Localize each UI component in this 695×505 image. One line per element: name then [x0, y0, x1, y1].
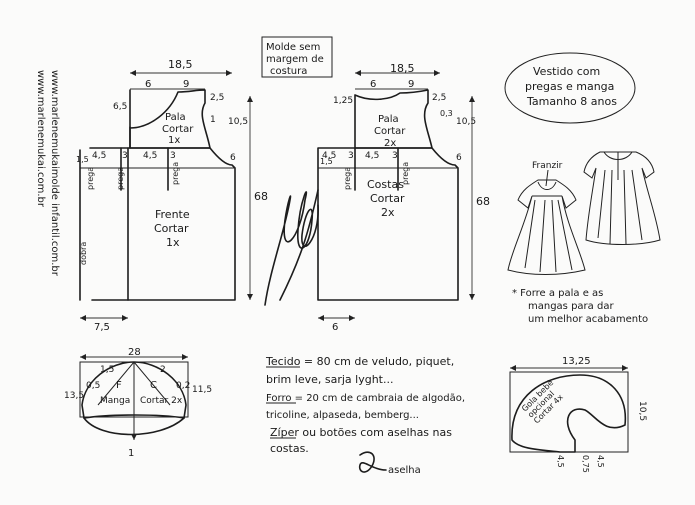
back-dim-3a: 3 [348, 151, 354, 161]
aselha-label: aselha [388, 465, 421, 476]
back-yoke-label-3: 2x [384, 138, 396, 149]
back-yoke-label-2: Cortar [374, 126, 406, 137]
front-fold-3: prega [171, 162, 180, 185]
front-fold-1: prega [86, 167, 95, 190]
front-dim-4-5-b: 4,5 [143, 151, 157, 161]
materials: Tecido = 80 cm de veludo, piquet, brim l… [265, 355, 465, 476]
sleeve-dim-0-2: 0,2 [176, 381, 190, 391]
sleeve-dim-1-5: 1,5 [100, 365, 114, 375]
back-dim-6: 6 [370, 79, 376, 90]
back-body-label-3: 2x [381, 206, 395, 219]
note-1: * Forre a pala e as [512, 288, 603, 299]
collar-width: 13,25 [562, 356, 591, 367]
back-dim-2-5: 2,5 [432, 93, 446, 103]
back-piece: 18,5 6 9 1,25 2,5 10,5 0,3 Pala Cortar 2… [317, 62, 490, 333]
sleeve-label-left: Manga [100, 396, 130, 406]
back-dim-0-3: 0,3 [440, 109, 453, 118]
sleeve-bottom: 1 [128, 448, 134, 459]
back-dim-6-side: 6 [456, 153, 462, 163]
front-dim-4-5-a: 4,5 [92, 151, 106, 161]
back-dim-4-5-b: 4,5 [365, 151, 379, 161]
collar-height: 10,5 [637, 401, 647, 421]
back-dim-1-25: 1,25 [333, 96, 353, 106]
materials-line-5: Zíper ou botões com aselhas nas [270, 426, 452, 439]
franzir-label: Franzir [532, 161, 563, 171]
collar-d3: 4,5 [596, 455, 605, 468]
front-body-label-2: Cortar [154, 222, 189, 235]
signature [264, 189, 319, 306]
back-dim-3b: 3 [392, 151, 398, 161]
sleeve-piece: 28 13,5 1,5 0,5 2 0,2 11,5 F C Manga Cor… [64, 347, 212, 459]
title-line-3: Tamanho 8 anos [526, 95, 617, 108]
dress-sketch-front: Franzir [507, 161, 586, 275]
sleeve-dim-11-5: 11,5 [192, 385, 212, 395]
materials-line-1: Tecido = 80 cm de veludo, piquet, [265, 355, 454, 368]
front-dim-9: 9 [183, 79, 189, 90]
back-dim-4-5-a: 4,5 [322, 151, 336, 161]
note-line-2: margem de [266, 54, 324, 65]
front-fold-2: prega [116, 167, 125, 190]
front-dim-6: 6 [145, 79, 151, 90]
sleeve-width: 28 [128, 347, 141, 358]
back-top-width: 18,5 [390, 62, 415, 75]
front-body-label-1: Frente [155, 208, 190, 221]
front-piece: 18,5 6 9 6,5 2,5 10,5 1 Pala Cortar 1x 4… [76, 58, 268, 333]
note-line-1: Molde sem [266, 42, 320, 53]
sleeve-height: 13,5 [64, 391, 84, 401]
sleeve-label-right: Cortar 2x [140, 396, 183, 406]
back-dim-10-5: 10,5 [456, 117, 476, 127]
materials-line-2: brim leve, sarja lyght... [266, 373, 393, 386]
dress-sketch-back [583, 151, 661, 245]
front-top-width: 18,5 [168, 58, 193, 71]
front-body-label-3: 1x [166, 236, 180, 249]
front-yoke-label-1: Pala [165, 112, 186, 123]
note-box [261, 36, 333, 78]
front-fold-center: dobra [79, 242, 88, 265]
note-3: um melhor acabamento [528, 314, 648, 325]
front-dim-3-left: 3 [122, 151, 128, 161]
title-ellipse [504, 52, 636, 124]
front-yoke-label-3: 1x [168, 135, 180, 146]
materials-line-4: tricoline, alpaseda, bemberg... [266, 410, 419, 421]
front-dim-1: 1 [210, 115, 216, 125]
front-dim-6-side: 6 [230, 153, 236, 163]
back-bottom-offset: 6 [332, 322, 338, 333]
front-dim-6-5: 6,5 [113, 102, 127, 112]
materials-line-3: Forro = 20 cm de cambraia de algodão, [266, 393, 465, 404]
back-yoke-label-1: Pala [378, 114, 399, 125]
note-line-3: costura [270, 66, 307, 77]
back-length: 68 [476, 195, 490, 208]
collar-d2: 0,75 [581, 455, 590, 473]
collar-d1: 4,5 [556, 455, 565, 468]
sleeve-dim-0-5: 0,5 [86, 381, 100, 391]
sleeve-dim-2: 2 [160, 365, 166, 375]
sleeve-letter-f: F [116, 380, 122, 391]
front-dim-10-5: 10,5 [228, 117, 248, 127]
front-yoke-label-2: Cortar [162, 124, 194, 135]
front-bottom-offset: 7,5 [94, 322, 110, 333]
note-2: mangas para dar [528, 301, 614, 312]
back-body-label-2: Cortar [370, 192, 405, 205]
title-line-1: Vestido com [533, 65, 600, 78]
side-url-1: www.marlenemukaimolde infantil.com.br [49, 70, 60, 277]
front-dim-3-right: 3 [170, 151, 176, 161]
back-fold-2: prega [401, 162, 410, 185]
title-line-2: pregas e manga [525, 80, 614, 93]
front-dim-2-5: 2,5 [210, 93, 224, 103]
sleeve-letter-c: C [150, 380, 157, 391]
front-length: 68 [254, 190, 268, 203]
collar-piece: 13,25 10,5 Gola bebê opcional Cortar 4x … [509, 356, 647, 473]
side-url-2: www.marlenemukai.com.br [35, 70, 46, 208]
materials-line-6: costas. [270, 442, 309, 455]
back-body-label-1: Costas [367, 178, 404, 191]
back-dim-9: 9 [408, 79, 414, 90]
back-dim-1-5: 1,5 [320, 157, 333, 166]
front-dim-1-5: 1,5 [76, 155, 89, 164]
back-fold-1: prega [343, 167, 352, 190]
